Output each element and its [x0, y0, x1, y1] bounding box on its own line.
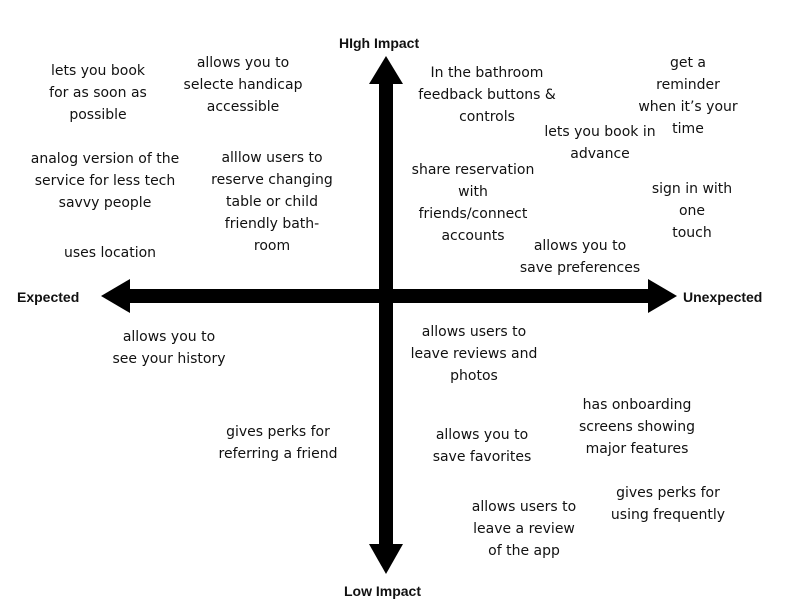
axis-label-unexpected: Unexpected	[683, 289, 763, 305]
note-save-favorites: allows you to save favorites	[432, 427, 532, 465]
note-book-asap: lets you book for as soon as possible	[49, 63, 147, 123]
axis-label-high-impact: HIgh Impact	[339, 35, 420, 51]
note-leave-reviews: allows users to leave reviews and photos	[410, 324, 538, 384]
axis-label-expected: Expected	[17, 289, 80, 305]
note-reminder: get a reminder when it’s your time	[638, 55, 738, 137]
note-see-history: allows you to see your history	[112, 329, 226, 367]
note-uses-location: uses location	[63, 245, 157, 261]
note-bathroom-feedback: In the bathroom feedback buttons & contr…	[418, 65, 556, 125]
note-perks-frequent: gives perks for using frequently	[610, 485, 726, 523]
note-handicap-accessible: allows you to selecte handicap accessibl…	[183, 55, 303, 115]
note-perks-referral: gives perks for referring a friend	[218, 424, 338, 462]
note-analog-version: analog version of the service for less t…	[30, 151, 180, 211]
note-sign-in: sign in with one touch	[651, 181, 733, 241]
note-book-in-advance: lets you book in advance	[544, 124, 656, 162]
note-save-preferences: allows you to save preferences	[519, 238, 641, 276]
note-share-reservation: share reservation with friends/connect a…	[411, 162, 535, 244]
axis-label-low-impact: Low Impact	[344, 583, 422, 599]
note-onboarding: has onboarding screens showing major fea…	[578, 397, 696, 457]
vertical-axis-arrow	[369, 56, 403, 574]
note-review-app: allows users to leave a review of the ap…	[471, 499, 577, 559]
note-changing-table: alllow users to reserve changing table o…	[211, 150, 333, 254]
